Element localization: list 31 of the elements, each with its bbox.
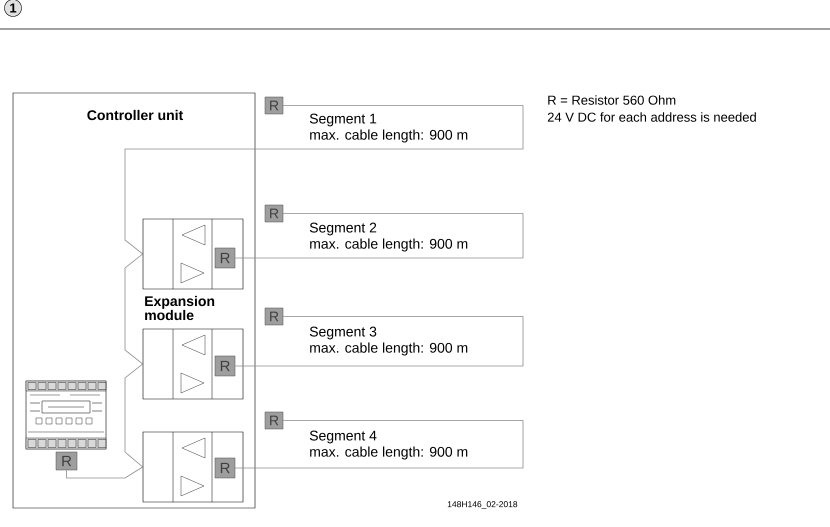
cable-length-label: max. cable length: 900 m (310, 446, 468, 460)
bus-line (124, 254, 144, 364)
cable-length-label: max. cable length: 900 m (310, 342, 468, 356)
expansion-module (142, 218, 244, 290)
bus-line (124, 364, 144, 468)
expansion-module (142, 432, 244, 502)
segment-label: Segment 3 (310, 326, 376, 340)
bus-line (66, 466, 144, 478)
module-heading: Expansion module (145, 296, 214, 320)
cable-length-label: max. cable length: 900 m (310, 129, 468, 143)
segment-label: Segment 4 (310, 430, 376, 444)
bus-line (124, 105, 524, 254)
resistor-box: R (56, 452, 78, 470)
resistor-box: R (264, 96, 284, 114)
bus-line (234, 316, 524, 366)
resistor-box: R (214, 458, 236, 478)
resistor-box: R (264, 204, 284, 222)
cable-length-label: max. cable length: 900 m (310, 238, 468, 252)
segment-label: Segment 2 (310, 222, 376, 236)
expansion-module (142, 328, 244, 400)
bus-line (234, 420, 524, 468)
legend-note: R = Resistor 560 Ohm (548, 95, 676, 105)
resistor-box: R (264, 412, 284, 430)
resistor-box: R (264, 308, 284, 326)
segment-label: Segment 1 (310, 114, 376, 126)
callout-number: 1 (4, 0, 22, 17)
resistor-box: R (214, 356, 236, 376)
drawing-number: 148H146_02-2018 (448, 501, 518, 509)
resistor-box: R (214, 248, 236, 268)
legend-note: 24 V DC for each address is needed (548, 112, 756, 122)
bus-line (234, 213, 524, 258)
